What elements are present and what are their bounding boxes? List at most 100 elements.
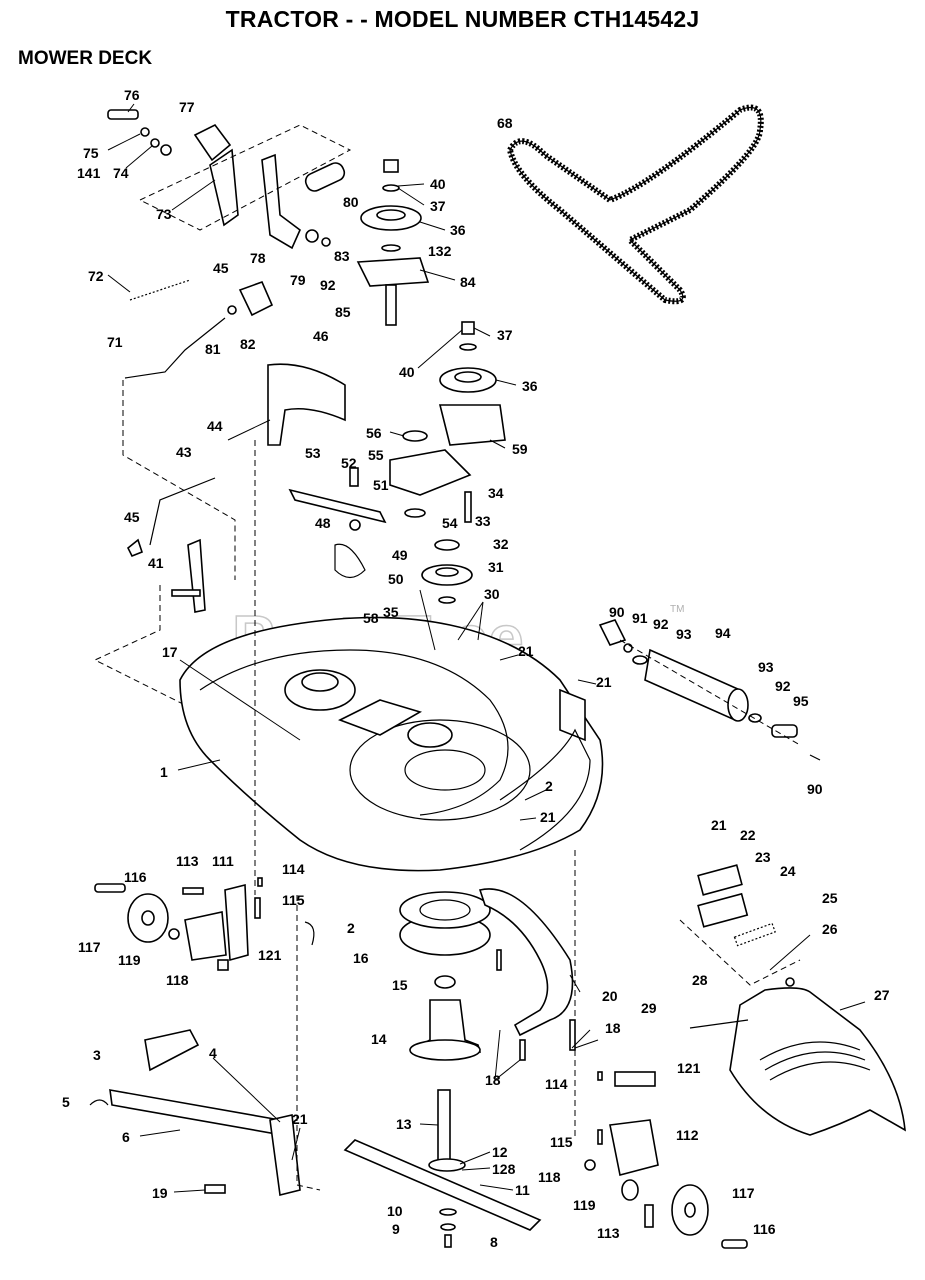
callout-label: 29	[641, 1000, 657, 1016]
callout-label: 82	[240, 336, 256, 352]
callout-label: 33	[475, 513, 491, 529]
leader-lines	[107, 103, 866, 1193]
callout-label: 12	[492, 1144, 508, 1160]
callout-label: 34	[488, 485, 504, 501]
callout-label: 32	[493, 536, 509, 552]
callout-label: 6	[122, 1129, 130, 1145]
roller-assembly	[598, 619, 821, 761]
callout-label: 68	[497, 115, 513, 131]
callout-label: 4	[209, 1045, 217, 1061]
callout-label: 77	[179, 99, 195, 115]
callout-label: 73	[156, 206, 172, 222]
callout-label: 81	[205, 341, 221, 357]
callout-label: 50	[388, 571, 404, 587]
callout-label: 36	[522, 378, 538, 394]
callout-label: 21	[540, 809, 556, 825]
callout-label: 9	[392, 1221, 400, 1237]
callout-label: 8	[490, 1234, 498, 1250]
callout-label: 75	[83, 145, 99, 161]
callout-label: 132	[428, 243, 452, 259]
callout-label: 43	[176, 444, 192, 460]
callout-label: 18	[605, 1020, 621, 1036]
callout-label: 117	[78, 939, 101, 955]
callout-label: 3	[93, 1047, 101, 1063]
callout-labels: 76 77 75 141 74 73 78 79 80 92 40 37 36 …	[62, 87, 890, 1250]
callout-label: 91	[632, 610, 648, 626]
callout-label: 13	[396, 1116, 412, 1132]
callout-label: 20	[602, 988, 618, 1004]
deflector-bracket	[267, 363, 346, 446]
callout-label: 56	[366, 425, 382, 441]
callout-label: 93	[676, 626, 692, 642]
callout-label: 113	[597, 1225, 620, 1241]
belt-guard	[478, 888, 576, 1061]
callout-label: 54	[442, 515, 458, 531]
callout-label: 118	[538, 1169, 561, 1185]
lift-arms-lower	[89, 440, 321, 1196]
callout-label: 45	[124, 509, 140, 525]
callout-label: 80	[343, 194, 359, 210]
callout-label: 28	[692, 972, 708, 988]
callout-label: 117	[732, 1185, 755, 1201]
callout-label: 121	[258, 947, 282, 963]
callout-label: 11	[515, 1182, 530, 1198]
callout-label: 25	[822, 890, 838, 906]
callout-label: 59	[512, 441, 528, 457]
callout-label: 95	[793, 693, 809, 709]
callout-label: 92	[653, 616, 669, 632]
callout-label: 94	[715, 625, 731, 641]
gauge-wheel-left	[94, 877, 315, 971]
callout-label: 17	[162, 644, 178, 660]
callout-label: 114	[545, 1076, 568, 1092]
discharge-chute	[689, 987, 906, 1136]
callout-label: 115	[282, 892, 305, 908]
callout-label: 48	[315, 515, 331, 531]
callout-label: 21	[596, 674, 612, 690]
callout-label: 21	[518, 643, 534, 659]
callout-label: 119	[118, 952, 141, 968]
watermark-tm: TM	[670, 604, 684, 615]
callout-label: 128	[492, 1161, 516, 1177]
idler-assembly-lower	[288, 321, 506, 604]
callout-label: 53	[305, 445, 321, 461]
callout-label: 76	[124, 87, 140, 103]
callout-label: 115	[550, 1134, 573, 1150]
callout-label: 27	[874, 987, 890, 1003]
callout-label: 37	[430, 198, 446, 214]
callout-label: 112	[676, 1127, 699, 1143]
callout-label: 1	[160, 764, 168, 780]
callout-label: 15	[392, 977, 408, 993]
spindle-assembly	[343, 891, 542, 1248]
callout-label: 52	[341, 455, 357, 471]
callout-label: 16	[353, 950, 369, 966]
callout-label: 23	[755, 849, 771, 865]
callout-label: 30	[484, 586, 500, 602]
callout-label: 22	[740, 827, 756, 843]
callout-label: 92	[320, 277, 336, 293]
callout-label: 93	[758, 659, 774, 675]
callout-label: 111	[212, 853, 234, 869]
callout-label: 83	[334, 248, 350, 264]
callout-label: 72	[88, 268, 104, 284]
page-title: TRACTOR - - MODEL NUMBER CTH14542J	[225, 6, 700, 32]
drive-belt	[506, 104, 764, 305]
callout-label: 5	[62, 1094, 70, 1110]
callout-label: 116	[124, 869, 147, 885]
callout-label: 141	[77, 165, 101, 181]
callout-label: 90	[807, 781, 823, 797]
mower-deck	[179, 616, 604, 872]
callout-label: 40	[430, 176, 446, 192]
callout-label: 121	[677, 1060, 701, 1076]
section-title: MOWER DECK	[18, 48, 153, 69]
callout-label: 90	[609, 604, 625, 620]
right-bracket-parts	[679, 864, 801, 987]
callout-label: 79	[290, 272, 306, 288]
callout-label: 31	[488, 559, 504, 575]
callout-label: 35	[383, 604, 399, 620]
spring-and-rod	[122, 279, 274, 580]
callout-label: 37	[497, 327, 513, 343]
callout-label: 10	[387, 1203, 403, 1219]
gauge-wheel-right	[574, 850, 748, 1249]
callout-label: 55	[368, 447, 384, 463]
